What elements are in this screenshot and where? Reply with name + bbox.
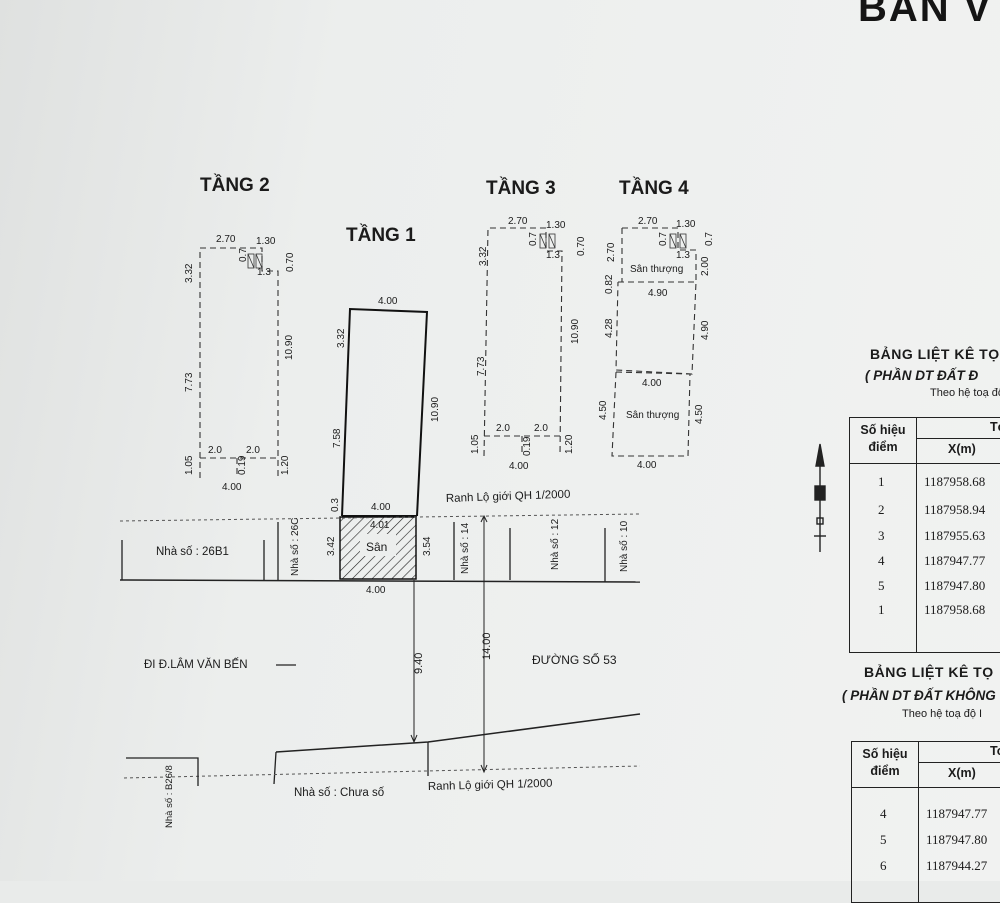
f4-dim-200: 2.00 (700, 256, 711, 276)
document-title: BẢN V (858, 0, 993, 30)
f4-san-thuong-top: Sân thượng (630, 264, 683, 275)
table2-col-x: X(m) (948, 766, 976, 780)
f4-dim-450-right: 4.50 (694, 404, 705, 424)
f3-dim-773: 7.73 (476, 356, 487, 376)
f3-dim-07: 0.7 (528, 232, 539, 246)
f1-dim-758: 7.58 (332, 428, 343, 448)
f4-dim-270: 2.70 (638, 216, 658, 227)
nha-so-14: Nhà số : 14 (459, 522, 471, 574)
f2-dim-019: 0.19 (237, 455, 248, 475)
f1-dim-332: 3.32 (336, 328, 347, 348)
f3-dim-13: 1.3 (546, 250, 560, 261)
table2: Số hiệu điểm To X(m) 4 1187947.77 5 1187… (851, 741, 1000, 903)
f4-dim-082: 0.82 (604, 274, 615, 294)
f2-dim-070: 0.70 (285, 252, 296, 272)
f4-dim-270-side: 2.70 (606, 242, 617, 262)
f4-dim-490-side: 4.90 (700, 320, 711, 340)
floor-2-title: TẦNG 2 (200, 174, 270, 196)
f1-dim-03: 0.3 (330, 498, 341, 512)
duong-so-53: ĐƯỜNG SỐ 53 (532, 652, 617, 667)
f3-dim-130: 1.30 (546, 220, 566, 231)
floor-3-plan (483, 227, 563, 457)
table1-col-point: Số hiệu điểm (860, 423, 906, 454)
f2-dim-105: 1.05 (184, 455, 195, 475)
table1-note: Theo hệ toạ độ I (930, 387, 1000, 399)
ranh-lo-gioi-bottom-label: Ranh Lộ giới QH 1/2000 (428, 778, 553, 793)
f3-dim-105: 1.05 (470, 434, 481, 454)
nha-so-26b1: Nhà số : 26B1 (156, 546, 229, 558)
f3-dim-20a: 2.0 (496, 423, 510, 434)
f2-dim-07: 0.7 (238, 248, 249, 262)
f1-dim-400-mid: 4.00 (371, 502, 391, 513)
f4-dim-07b: 0.7 (704, 232, 715, 246)
ranh-lo-gioi-top-label: Ranh Lộ giới QH 1/2000 (446, 489, 571, 505)
f3-dim-120: 1.20 (564, 434, 575, 454)
table1-subtitle: ( PHẦN DT ĐẤT Đ (865, 368, 979, 383)
table2-note: Theo hệ toạ độ I (902, 708, 983, 720)
dim-940: 9.40 (413, 653, 425, 674)
f1-dim-354: 3.54 (422, 536, 433, 556)
f1-dim-400-top: 4.00 (378, 296, 398, 307)
table1: Số hiệu điểm Tọ X(m) 1 1187958.68 2 1187… (849, 417, 1000, 653)
f3-dim-270: 2.70 (508, 216, 528, 227)
san-label: Sân (366, 540, 387, 554)
nha-so-26c: Nhà số : 26C (289, 518, 301, 576)
f4-dim-07a: 0.7 (658, 232, 669, 246)
f4-dim-130: 1.30 (676, 219, 696, 230)
ranh-lo-gioi-top-line (119, 513, 641, 522)
f3-dim-1090: 10.90 (570, 319, 581, 344)
f1-dim-401: 4.01 (370, 520, 390, 531)
site-plan-drawing: TẦNG 2 TẦNG 1 TẦNG 3 TẦNG 4 2.70 1.30 1.… (119, 174, 826, 828)
f3-dim-070: 0.70 (576, 236, 587, 256)
floor-1-plan (341, 307, 429, 517)
north-arrow-icon (814, 443, 826, 552)
f2-dim-400: 4.00 (222, 482, 242, 493)
dim-1400: 14.00 (481, 632, 493, 660)
f4-dim-400-mid: 4.00 (642, 378, 662, 389)
table1-col-x: X(m) (948, 442, 976, 456)
table2-col-coord: To (990, 744, 1000, 758)
nha-so-b26b: Nhà số : B26/8 (164, 765, 175, 828)
f3-dim-332: 3.32 (478, 246, 489, 266)
floor-4-title: TẦNG 4 (619, 177, 689, 199)
table1-col-coord: Tọ (990, 420, 1000, 434)
f2-dim-130: 1.30 (256, 236, 276, 247)
f2-dim-20b: 2.0 (246, 445, 260, 456)
f2-dim-13: 1.3 (257, 267, 271, 278)
floor-1-title: TẦNG 1 (346, 224, 416, 246)
nha-so-chua-so: Nhà số : Chưa số (294, 787, 385, 799)
f2-dim-270: 2.70 (216, 234, 236, 245)
f4-dim-428: 4.28 (604, 318, 615, 338)
table2-subtitle: ( PHẦN DT ĐẤT KHÔNG (842, 688, 996, 703)
table2-col-point: Số hiệu điểm (862, 747, 908, 778)
f3-dim-20b: 2.0 (534, 423, 548, 434)
floor-2-plan (199, 247, 279, 478)
ranh-lo-gioi-bottom-line (123, 765, 641, 779)
floor-3-title: TẦNG 3 (486, 177, 556, 199)
f1-dim-342: 3.42 (326, 536, 337, 556)
f4-dim-13: 1.3 (676, 250, 690, 261)
table1-title: BẢNG LIỆT KÊ TỌ (870, 346, 1000, 362)
f2-dim-1090: 10.90 (284, 335, 295, 360)
f4-dim-490-top: 4.90 (648, 288, 668, 299)
di-lam-van-ben: ĐI Đ.LÂM VĂN BẾN (144, 658, 248, 671)
table2-title: BẢNG LIỆT KÊ TỌ (864, 664, 994, 680)
nha-so-10: Nhà số : 10 (618, 520, 630, 572)
f1-dim-400-bottom: 4.00 (366, 585, 386, 596)
f4-dim-450-left: 4.50 (598, 400, 609, 420)
floor-4-plan (611, 227, 697, 457)
nha-so-12: Nhà số : 12 (549, 518, 561, 570)
f2-dim-773: 7.73 (184, 372, 195, 392)
f4-dim-400-bottom: 4.00 (637, 460, 657, 471)
f1-dim-1090: 10.90 (430, 397, 441, 422)
f3-dim-400: 4.00 (509, 461, 529, 472)
street-edge-bottom (275, 713, 641, 753)
f2-dim-120: 1.20 (280, 455, 291, 475)
f2-dim-332: 3.32 (184, 263, 195, 283)
f4-san-thuong-bottom: Sân thượng (626, 410, 679, 421)
street-edge-top (119, 579, 641, 583)
f3-dim-019: 0.19 (522, 436, 533, 456)
f2-dim-20a: 2.0 (208, 445, 222, 456)
